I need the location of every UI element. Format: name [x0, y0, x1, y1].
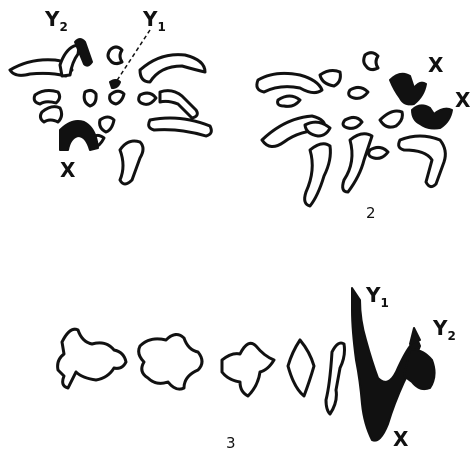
- chromosome: [84, 90, 96, 106]
- chromosome: [110, 91, 124, 104]
- bivalent-4: [288, 340, 314, 396]
- chromosome: [364, 53, 378, 70]
- chromosome: [160, 91, 197, 118]
- bivalent-2: [139, 334, 202, 389]
- chromosome: [278, 96, 300, 106]
- panel-3-meiotic-bivalents: Y1 Y2 X 3: [58, 283, 456, 452]
- chromosome: [34, 91, 59, 104]
- label-y1: Y1: [365, 283, 389, 310]
- chromosome-y2-arm: [404, 350, 435, 389]
- chromosome: [343, 134, 372, 192]
- label-x-upper: X: [428, 53, 444, 77]
- label-y1: Y1: [142, 7, 166, 34]
- label-x-lower: X: [455, 88, 471, 112]
- chromosome: [100, 117, 114, 132]
- chromosome: [120, 141, 143, 184]
- chromosome: [369, 147, 388, 158]
- chromosome: [60, 46, 79, 76]
- chromosome: [140, 55, 205, 82]
- figure-number-2: 2: [366, 204, 376, 222]
- panel-2-metaphase-spread: X X 2: [257, 53, 471, 222]
- chromosome: [40, 107, 61, 122]
- chromosome: [343, 117, 362, 128]
- chromosome: [305, 122, 330, 136]
- chromosome: [320, 71, 340, 86]
- bivalent-5: [326, 343, 345, 414]
- label-y2: Y2: [44, 7, 68, 34]
- panel-1-metaphase-spread: Y2 Y1 X: [10, 7, 211, 184]
- figure-number-3: 3: [226, 434, 236, 452]
- chromosome: [349, 87, 368, 98]
- chromosome: [257, 73, 322, 92]
- chromosome-x-upper: [390, 74, 426, 105]
- chromosome-x-lower: [412, 105, 452, 128]
- chromosome: [149, 118, 212, 136]
- chromosome-y1: [110, 80, 120, 88]
- chromosome: [305, 144, 331, 206]
- label-y2: Y2: [432, 316, 456, 343]
- label-x: X: [393, 427, 409, 451]
- bivalent-3: [222, 343, 274, 396]
- bivalent-1: [58, 329, 126, 388]
- chromosome: [399, 136, 446, 187]
- chromosome-x: [60, 121, 98, 150]
- chromosome: [380, 111, 402, 127]
- label-x: X: [60, 158, 76, 182]
- chromosome-y2-tip: [410, 328, 420, 344]
- chromosome: [139, 93, 156, 104]
- chromosome: [108, 47, 122, 64]
